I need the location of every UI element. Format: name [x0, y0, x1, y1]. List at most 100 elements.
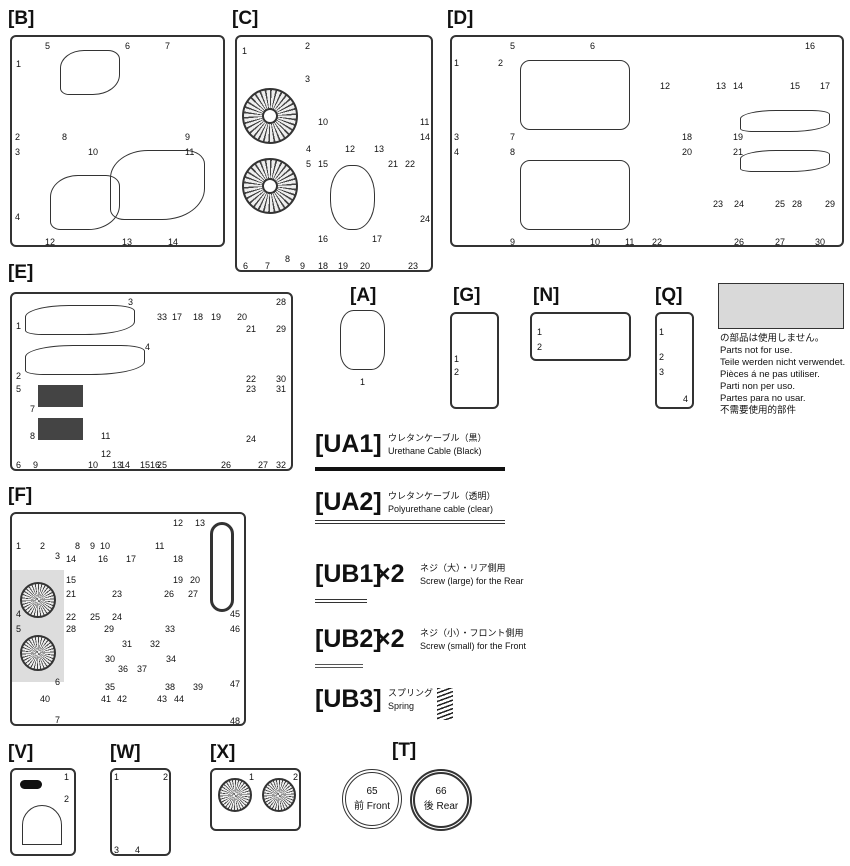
part-number-e: 19: [211, 312, 222, 322]
part-number-f: 28: [66, 624, 77, 634]
part-number-n: 1: [537, 327, 543, 337]
accessory-jp: ネジ（小）・フロント側用: [420, 628, 524, 638]
sprue-frame-n: [530, 312, 631, 361]
part-number-f: 23: [112, 589, 123, 599]
cable-black: [315, 467, 505, 471]
part-number-q: 4: [683, 394, 689, 404]
part-number-b: 10: [88, 147, 99, 157]
part-number-d: 29: [825, 199, 836, 209]
accessory-multiplier: ×2: [376, 625, 405, 653]
accessory-jp: ウレタンケーブル（黒）: [388, 433, 487, 443]
part-number-d: 6: [590, 41, 596, 51]
wheel-part: [20, 635, 56, 671]
section-title-f: [F]: [8, 485, 33, 506]
part-number-e: 24: [246, 434, 257, 444]
part-number-e: 16: [150, 460, 161, 470]
part-number-b: 12: [45, 237, 56, 247]
section-title-e: [E]: [8, 262, 34, 283]
part-number-d: 22: [652, 237, 663, 247]
not-for-use-swatch: [718, 283, 844, 329]
accessory-multiplier: ×2: [376, 560, 405, 588]
part-number-c: 19: [338, 261, 349, 271]
part-number-f: 44: [174, 694, 185, 704]
tire-rear: 66 後 Rear: [410, 769, 472, 831]
part-number-f: 41: [101, 694, 112, 704]
part-number-d: 7: [510, 132, 516, 142]
part-number-f: 18: [173, 554, 184, 564]
part-v2: [22, 805, 62, 845]
radiator-part: [38, 385, 83, 407]
part-v1: [20, 780, 42, 789]
part-number-e: 17: [172, 312, 183, 322]
part-number-d: 8: [510, 147, 516, 157]
cowl-part: [60, 50, 120, 95]
tire-rear-label: 後 Rear: [423, 801, 459, 812]
part-number-b: 1: [16, 59, 22, 69]
part-number-c: 21: [388, 159, 399, 169]
part-number-d: 10: [590, 237, 601, 247]
part-number-x: 2: [293, 772, 299, 782]
part-number-d: 17: [820, 81, 831, 91]
part-number-f: 29: [104, 624, 115, 634]
part-number-d: 14: [733, 81, 744, 91]
part-number-f: 20: [190, 575, 201, 585]
part-number-f: 26: [164, 589, 175, 599]
part-number-f: 11: [155, 541, 165, 551]
part-number-c: 23: [408, 261, 419, 271]
section-title-d: [D]: [447, 8, 474, 29]
part-number-f: 45: [230, 609, 241, 619]
cowl-part: [340, 310, 385, 370]
accessory-code: [UB2]: [315, 625, 382, 653]
part-number-x: 1: [249, 772, 255, 782]
part-number-d: 28: [792, 199, 803, 209]
part-number-f: 2: [40, 541, 46, 551]
tire-front: 65 前 Front: [342, 769, 402, 829]
part-number-f: 4: [16, 609, 22, 619]
part-number-n: 2: [537, 342, 543, 352]
part-number-b: 5: [45, 41, 51, 51]
part-number-c: 15: [318, 159, 329, 169]
part-number-e: 2: [16, 371, 22, 381]
fairing-part: [50, 175, 120, 230]
section-title-w: [W]: [110, 742, 141, 763]
part-number-e: 10: [88, 460, 99, 470]
part-number-f: 24: [112, 612, 123, 622]
part-number-f: 32: [150, 639, 161, 649]
legend-line: Parti non per uso.: [720, 381, 795, 392]
part-number-g: 1: [454, 354, 460, 364]
part-number-e: 11: [101, 431, 111, 441]
section-title-b: [B]: [8, 8, 35, 29]
accessory-code: [UA2]: [315, 488, 382, 516]
part-number-f: 12: [173, 518, 184, 528]
part-number-e: 15: [140, 460, 151, 470]
tire-front-label: 前 Front: [353, 801, 391, 812]
sprue-frame-c: [235, 35, 433, 272]
accessory-en: Screw (small) for the Front: [420, 641, 527, 651]
wheel-part: [262, 778, 296, 812]
accessory-en: Screw (large) for the Rear: [420, 576, 524, 586]
part-number-f: 15: [66, 575, 77, 585]
frame-part: [520, 60, 630, 130]
part-number-e: 12: [101, 449, 112, 459]
part-number-e: 29: [276, 324, 287, 334]
part-number-f: 31: [122, 639, 133, 649]
sprue-frame-b: [10, 35, 225, 247]
part-number-b: 13: [122, 237, 133, 247]
part-number-f: 27: [188, 589, 199, 599]
part-number-f: 34: [166, 654, 177, 664]
part-number-q: 2: [659, 352, 665, 362]
part-number-d: 26: [734, 237, 745, 247]
accessory-en: Spring: [388, 701, 415, 711]
part-number-c: 22: [405, 159, 416, 169]
accessory-jp: スプリング: [388, 688, 434, 698]
part-number-e: 25: [157, 460, 168, 470]
legend-line: 不需要使用的部件: [720, 405, 797, 416]
swingarm-part: [740, 150, 830, 172]
part-number-q: 3: [659, 367, 665, 377]
part-number-e: 3: [128, 297, 134, 307]
part-number-f: 3: [55, 551, 61, 561]
part-number-f: 16: [98, 554, 109, 564]
part-number-f: 36: [118, 664, 129, 674]
part-number-d: 20: [682, 147, 693, 157]
